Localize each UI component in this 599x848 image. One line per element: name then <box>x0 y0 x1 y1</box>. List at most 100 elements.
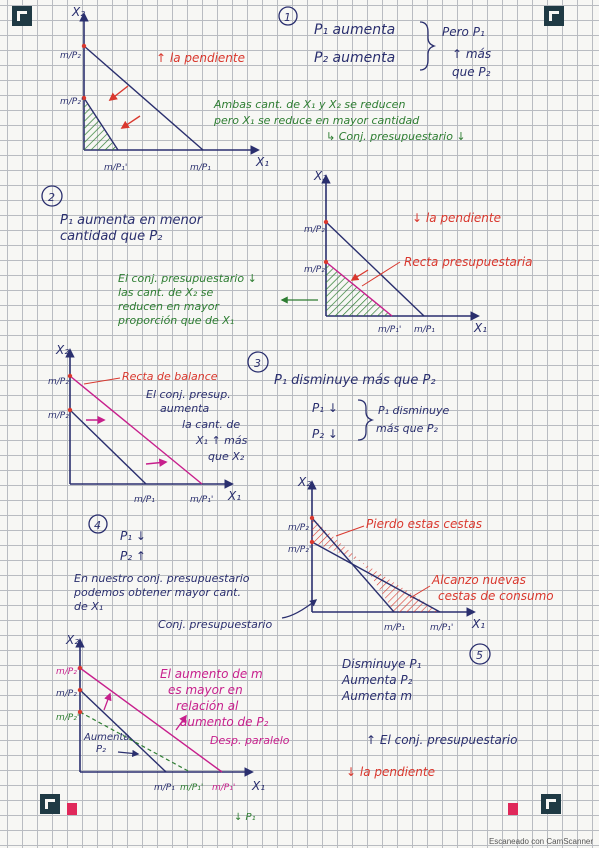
section-4-number: 4 <box>94 519 101 532</box>
section-3-intercept-y-new: m/P₂' <box>48 377 71 387</box>
section-1-brace-note-2: ↑ más <box>452 47 491 61</box>
section-5-arrow-3 <box>117 749 140 758</box>
section-4-pierdo-pointer <box>335 525 365 537</box>
section-4-new-budget-line <box>311 541 441 613</box>
section-4-gained-area <box>362 562 440 612</box>
section-1-intercept-x: m/P₁ <box>190 163 211 173</box>
section-1-new-budget-line <box>83 97 119 151</box>
section-1-intercept-y: m/P₂ <box>60 51 81 61</box>
section-1-budget-line <box>83 45 204 151</box>
section-4-alcanzo-pointer <box>409 585 431 599</box>
section-5-magenta-5: Desp. paralelo <box>210 734 290 747</box>
section-2-intercept-x-new: m/P₁' <box>378 325 401 335</box>
section-2-recta-label: Recta presupuestaria <box>404 255 533 269</box>
section-5-intercept-y: m/P₂ <box>56 689 77 699</box>
section-2-intercept-y-new: m/P₂' <box>304 265 327 275</box>
section-2-x-axis-label: X₁ <box>473 321 487 335</box>
section-1-x-axis-label: X₁ <box>255 155 269 169</box>
corner-marker-tr <box>544 6 564 26</box>
section-5-arrow-2 <box>175 714 187 731</box>
section-5-intercept-y-mid: m/P₂' <box>56 713 79 723</box>
section-4-p2: P₂ ↑ <box>120 549 146 563</box>
section-5-magenta-2: es mayor en <box>168 683 243 697</box>
section-5-list-3: Aumenta m <box>341 689 412 703</box>
section-2-green-note-3: reducen en mayor <box>118 300 220 313</box>
section-2-green-note-4: proporción que de X₁ <box>117 314 234 327</box>
section-5-graph <box>75 638 254 777</box>
section-2-text-2: cantidad que P₂ <box>60 229 162 244</box>
section-2-red-note: ↓ la pendiente <box>412 211 501 225</box>
section-1-note-3: ↳ Conj. presupuestario ↓ <box>326 130 466 143</box>
section-3-text: P₁ disminuye más que P₂ <box>274 373 436 388</box>
section-5-number: 5 <box>476 649 483 662</box>
section-1-arrow-2 <box>120 115 141 129</box>
section-5-x-axis-label: X₁ <box>251 779 265 793</box>
section-3-number: 3 <box>254 357 261 370</box>
section-5-list-2: Aumenta P₂ <box>341 673 413 687</box>
section-1-red-note: ↑ la pendiente <box>156 51 245 65</box>
section-2-recta-pointer <box>361 261 401 287</box>
section-1-line-1: P₁ aumenta <box>314 22 395 38</box>
section-3-intercept-x-new: m/P₁' <box>190 495 213 505</box>
section-3-brace <box>357 399 375 441</box>
section-5-conj: ↑ El conj. presupuestario <box>366 733 517 747</box>
section-4-intercept-y-new: m/P₂' <box>288 545 311 555</box>
section-4-note-1: En nuestro conj. presupuestario <box>74 572 250 585</box>
section-2-green-note-1: El conj. presupuestario ↓ <box>118 272 257 285</box>
section-5-y-axis-label: X₂ <box>65 633 79 647</box>
section-1-line-2: P₂ aumenta <box>314 50 395 66</box>
section-5-arrow-1 <box>103 692 112 711</box>
section-4-graph <box>281 480 476 619</box>
section-3-recta-label: Recta de balance <box>122 370 218 383</box>
section-2-green-note-2: las cant. de X₂ se <box>118 286 214 299</box>
section-3-recta-pointer <box>83 377 121 385</box>
section-5-aumenta-2: P₂ <box>96 744 106 755</box>
scanner-footer: Escaneado con CamScanner <box>488 837 593 846</box>
section-1-graph <box>79 12 260 155</box>
section-1-brace <box>419 21 437 71</box>
section-3-brace-2: más que P₂ <box>376 422 439 435</box>
section-3-number-circle <box>247 351 269 373</box>
section-3-note-2: aumenta <box>160 402 209 415</box>
section-4-number-circle <box>88 514 108 534</box>
section-1-y-axis-label: X₂ <box>71 5 85 19</box>
section-1-number-circle <box>278 6 298 26</box>
section-1-note-2: pero X₁ se reduce en mayor cantidad <box>213 114 420 127</box>
section-5-number-circle <box>469 643 491 665</box>
section-4-note-3: de X₁ <box>74 600 103 613</box>
section-3-budget-line <box>69 409 147 485</box>
section-5-intercept-y-new: m/P₂' <box>56 667 79 677</box>
corner-marker-br <box>541 794 561 814</box>
section-3-p1: P₁ ↓ <box>312 401 338 415</box>
corner-marker-tl <box>12 6 32 26</box>
section-1-note-1: Ambas cant. de X₁ y X₂ se reducen <box>213 98 405 111</box>
section-3-y-axis-label: X₂ <box>55 343 69 357</box>
section-5-magenta-1: El aumento de m <box>160 667 263 681</box>
corner-marker-bl <box>40 794 60 814</box>
section-4-pierdo-label: Pierdo estas cestas <box>366 517 482 531</box>
section-4-p1: P₁ ↓ <box>120 529 146 543</box>
section-1-brace-note-1: Pero P₁ <box>442 25 485 39</box>
section-2-arrow <box>350 269 369 281</box>
section-4-conj-label: Conj. presupuestario <box>158 618 272 631</box>
section-3-brace-1: P₁ disminuye <box>378 404 450 417</box>
section-1-brace-note-3: que P₂ <box>452 65 491 79</box>
pink-marker-right <box>508 803 518 815</box>
section-2-y-axis-label: X₂ <box>313 169 327 183</box>
section-2-text-1: P₁ aumenta en menor <box>60 213 204 228</box>
section-5-pend: ↓ la pendiente <box>346 765 435 779</box>
section-1-intercept-x-new: m/P₁' <box>104 163 127 173</box>
section-1-intercept-y-new: m/P₂' <box>60 97 83 107</box>
section-2-new-budget-line <box>325 261 393 317</box>
section-1-arrow <box>108 85 129 102</box>
section-3-intercept-y: m/P₂ <box>48 411 69 421</box>
section-4-conj-arrow <box>281 599 318 619</box>
section-5-new-budget-line <box>79 667 223 773</box>
section-3-note-3: la cant. de <box>182 418 240 431</box>
section-4-alcanzo-2: cestas de consumo <box>438 589 554 603</box>
section-5-intercept-x-mid: m/P₁' <box>180 783 203 793</box>
section-2-intercept-x: m/P₁ <box>414 325 435 335</box>
section-4-intercept-x-new: m/P₁' <box>430 623 453 633</box>
section-4-x-axis-label: X₁ <box>471 617 485 631</box>
